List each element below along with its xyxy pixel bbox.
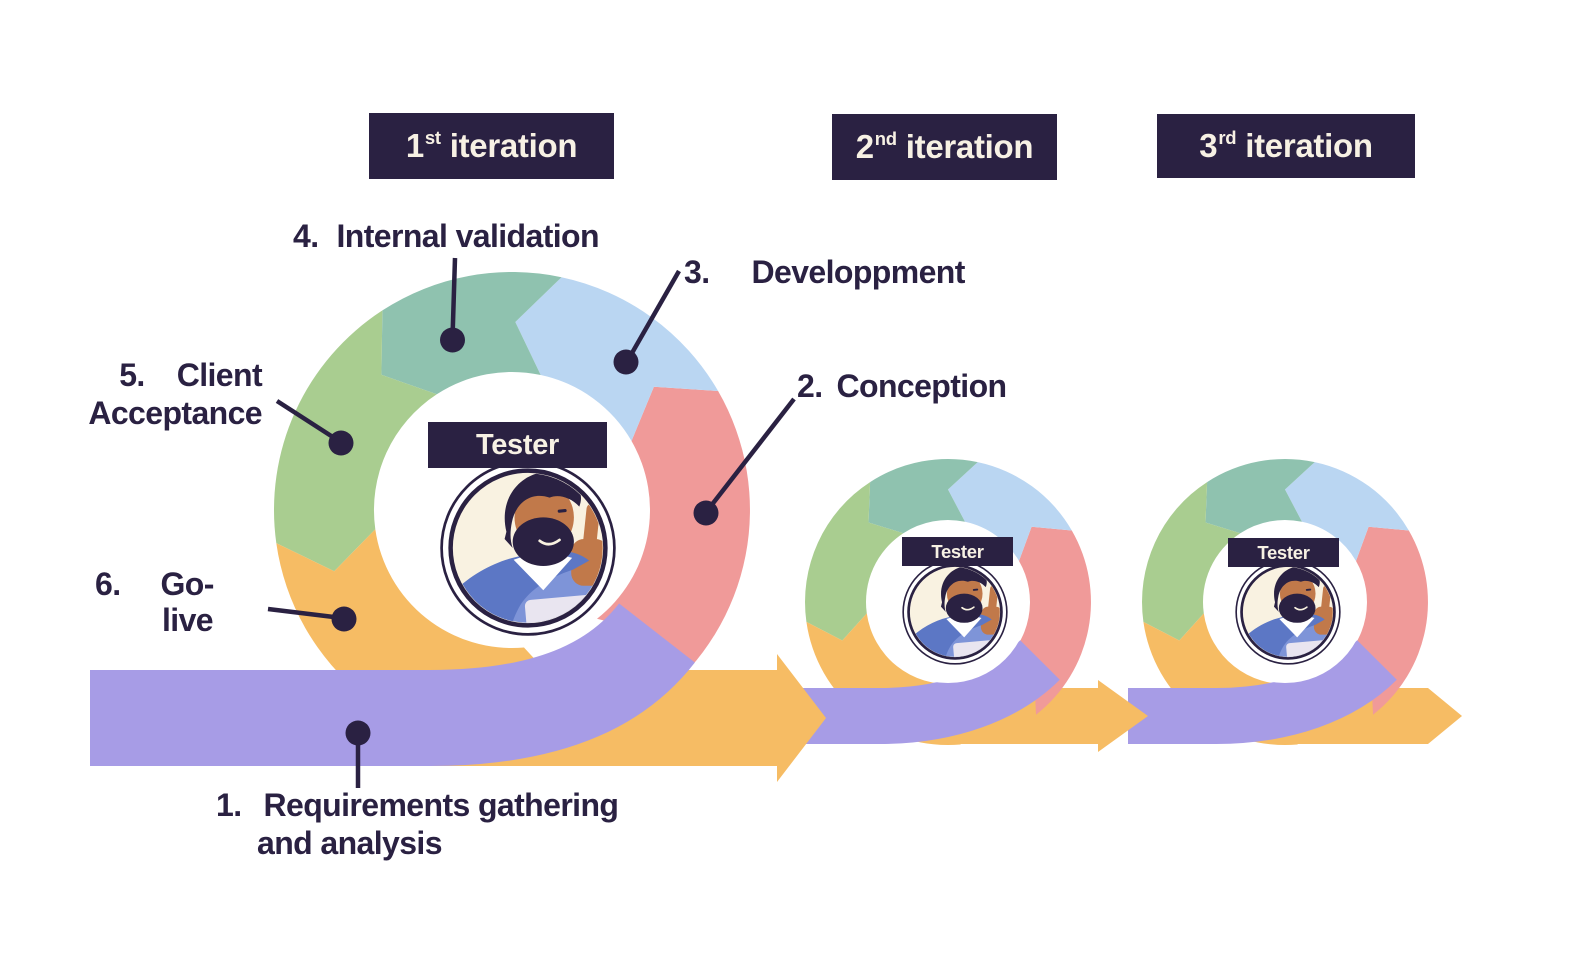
iteration-1-number: 1 (405, 127, 424, 164)
step-5-number: 5. (119, 357, 145, 393)
ring-2-segment-client-acceptance (805, 482, 904, 641)
callout-dot-step-2 (693, 500, 719, 526)
requirements-band-1 (90, 602, 695, 766)
step-4-text: Internal validation (336, 218, 600, 254)
iteration-2-number: 2 (855, 128, 874, 165)
step-2-number: 2. (797, 368, 823, 404)
ring-3-segment-internal-validation (1205, 458, 1315, 534)
step-1-text-line1: Requirements gathering (263, 787, 619, 823)
callout-line-step-5 (275, 399, 341, 443)
step-4-label: 4. Internal validation (293, 217, 600, 255)
ring-1-segment-internal-validation (381, 272, 562, 395)
requirements-band-3 (1128, 639, 1397, 744)
tester-badge-3: Tester (1228, 538, 1339, 567)
step-6-number: 6. (95, 566, 121, 602)
callout-dot-step-4 (440, 327, 465, 353)
step-1-label: 1. Requirements gathering and analysis (216, 786, 619, 862)
rings-and-ribbons (90, 272, 1462, 782)
step-1-text-line2: and analysis (257, 825, 443, 861)
callout-line-step-6 (267, 606, 343, 621)
step-3-text: Developpment (751, 254, 966, 290)
step-6-text-line2: live (162, 602, 214, 638)
callout-dots (328, 327, 719, 746)
step-3-number: 3. (684, 254, 710, 290)
callout-dot-step-1 (345, 720, 371, 746)
step-6-text-line1: Go- (160, 566, 215, 602)
requirements-band-2 (797, 639, 1060, 744)
step-5-label: 5. Client Acceptance (40, 356, 262, 432)
iteration-1-word: iteration (449, 127, 578, 164)
ring-2-segment-internal-validation (868, 458, 978, 534)
iteration-3-ordinal: rd (1218, 126, 1237, 148)
ring-3-segment-development (1285, 462, 1409, 561)
iteration-2-ordinal: nd (874, 127, 897, 149)
callout-dot-step-5 (328, 430, 354, 456)
hand-off-arrow-2 (1070, 680, 1148, 752)
step-5-text-line1: Client (176, 357, 263, 393)
hand-off-arrow-1 (745, 654, 826, 782)
iteration-1-ordinal: st (424, 126, 441, 148)
tester-badge-1: Tester (428, 422, 607, 468)
ring-3-segment-client-acceptance (1142, 482, 1241, 641)
step-1-number: 1. (216, 787, 242, 823)
ring-1-segment-client-acceptance (273, 310, 437, 572)
step-2-text: Conception (836, 368, 1008, 404)
callout-line-step-4 (450, 257, 458, 339)
iteration-3-number: 3 (1199, 127, 1218, 164)
step-6-label: 6. Go- live (95, 566, 214, 638)
tester-badge-2: Tester (902, 537, 1013, 566)
callout-dot-step-3 (613, 349, 639, 375)
iteration-3-word: iteration (1245, 127, 1373, 164)
step-4-number: 4. (293, 218, 319, 254)
step-3-label: 3. Developpment (684, 253, 965, 291)
step-5-text-line2: Acceptance (88, 395, 262, 431)
ring-2-segment-development (948, 462, 1072, 561)
callout-lines (267, 257, 796, 788)
callout-line-step-3 (626, 269, 681, 362)
iteration-2-word: iteration (905, 128, 1034, 165)
callout-dot-step-6 (331, 606, 357, 632)
step-2-label: 2. Conception (797, 367, 1007, 405)
callout-line-step-2 (705, 397, 796, 513)
